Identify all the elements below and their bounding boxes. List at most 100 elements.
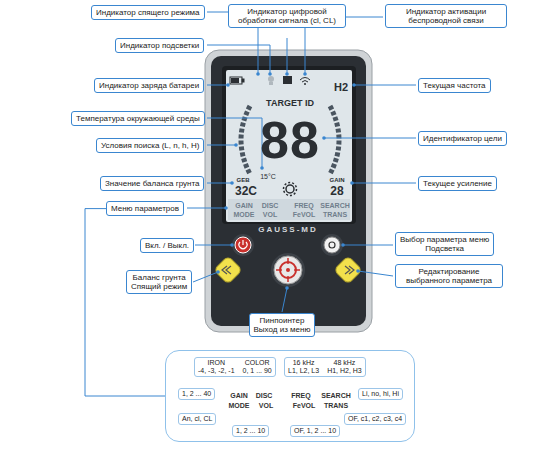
screen-label: 28	[330, 185, 343, 197]
gear-icon	[284, 183, 297, 196]
value-box: Li, no, hi, Hi	[358, 388, 403, 400]
value-box: IRONCOLOR-4, -3, -2, -10, 1 ... 90	[194, 357, 276, 377]
callout-box: Меню параметров	[106, 201, 184, 216]
gear-icon-part	[286, 185, 294, 193]
parameter-value: L1, L2, L3	[288, 367, 319, 375]
leader-dots-part	[230, 243, 234, 247]
callout-box: Текущее усиление	[418, 176, 497, 191]
leader-dots-part	[226, 83, 230, 87]
callout-box: Идентификатор цели	[418, 131, 507, 146]
device-buttons-part	[235, 237, 251, 253]
leader-dots-part	[350, 181, 354, 185]
callout-text: Выход из меню	[254, 325, 311, 334]
callout-box: Значение баланса грунта	[100, 176, 204, 191]
callout-text: Баланс грунта	[131, 273, 187, 282]
callout-box: Условия поиска (L, n, h, H)	[96, 138, 204, 153]
leader-lines-part	[193, 272, 218, 282]
value-box: 16 kHz 48 kHzL1, L2, L3 H1, H2, H3	[284, 357, 366, 377]
screen-label: FREQ	[294, 202, 313, 209]
leader-lines-part	[354, 85, 416, 86]
screen-label: MODE	[234, 211, 255, 218]
signal-arcs	[241, 106, 339, 174]
device-buttons-part	[239, 240, 247, 249]
screen-icons-part	[283, 76, 292, 84]
gear-icon-part	[284, 183, 297, 196]
parameter-name: FREQ	[291, 392, 310, 400]
value-box: OF, c1, c2, c3, c4	[344, 413, 406, 425]
leader-lines-part	[324, 138, 416, 139]
callout-text: Текущее усиление	[423, 179, 492, 188]
leader-lines-part	[187, 208, 226, 209]
device-buttons-part	[232, 234, 254, 256]
parameter-name: TRANS	[324, 402, 348, 410]
callout-text: Индикатор подсветки	[120, 41, 199, 50]
menu-panel: GAINDISCFREQSEARCHMODEVOLFeVOLTRANSIRONC…	[165, 350, 415, 442]
parameter-value: 16 kHz	[288, 359, 319, 367]
device-body-part	[205, 50, 372, 332]
leader-dots-part	[234, 143, 238, 147]
device-buttons-part	[286, 268, 290, 272]
parameter-name: DISC	[256, 392, 273, 400]
screen-label: TARGET ID	[266, 99, 314, 108]
parameter-name: GAIN	[230, 392, 248, 400]
leader-lines-part	[207, 183, 232, 184]
callout-box: Индикатор цифровой обработки сигнала (cl…	[228, 4, 346, 28]
device-buttons-part	[271, 253, 305, 287]
parameter-value: H1, H2, H3	[327, 367, 362, 375]
parameter-value: 1, 2 ... 10	[236, 427, 265, 435]
screen-icons-part	[304, 83, 306, 85]
leader-lines-part	[195, 245, 232, 246]
parameter-name: MODE	[229, 402, 250, 410]
callout-box: Выбор параметра менюПодсветка	[395, 232, 494, 256]
screen-icons-part	[231, 78, 239, 83]
callout-box: Индикатор активации беспроводной связи	[385, 4, 507, 28]
parameter-value: IRON	[198, 359, 235, 367]
screen-label: H2	[334, 82, 348, 93]
parameter-name: VOL	[259, 402, 273, 410]
device-buttons-part	[222, 266, 231, 274]
device-buttons-part	[214, 256, 242, 284]
parameter-value: 1, 2 ... 40	[182, 390, 211, 398]
screen-icons-part	[300, 78, 310, 83]
callout-box: Индикатор спящего режима	[91, 5, 205, 20]
callout-box: Баланс грунтаСпящий режим	[126, 270, 192, 294]
callout-box: Температура окружающей среды	[71, 111, 205, 126]
callout-text: Текущая частота	[423, 81, 486, 90]
leader-dots-part	[260, 166, 264, 170]
value-box: OF, 1, 2 ... 10	[290, 425, 340, 437]
leader-dots-part	[322, 136, 326, 140]
screen-icons-part	[230, 77, 242, 84]
device-buttons-part	[329, 242, 335, 248]
leader-lines	[187, 12, 416, 312]
screen-label: SEARCH	[320, 202, 350, 209]
leader-lines-part	[287, 38, 288, 74]
parameter-name: SEARCH	[321, 392, 351, 400]
screen-label: GAIN	[235, 202, 253, 209]
leader-lines-part	[207, 85, 228, 86]
screen-label: 32C	[235, 185, 257, 197]
screen-label: GAIN	[330, 177, 345, 183]
value-box: 1, 2 ... 40	[178, 388, 215, 400]
device-body-part	[228, 199, 350, 220]
callout-box: Вкл. / Выкл.	[140, 238, 194, 253]
callout-text: Индикатор цифровой обработки сигнала (cl…	[233, 7, 341, 25]
leader-dots-part	[216, 270, 220, 274]
callout-box: Редактирование выбранного параметра	[395, 264, 503, 288]
parameter-value: 48 kHz	[327, 359, 362, 367]
callout-text: Значение баланса грунта	[105, 179, 199, 188]
screen-label: VOL	[263, 211, 277, 218]
callout-text: Температура окружающей среды	[76, 114, 200, 123]
callout-box: Индикатор подсветки	[115, 38, 204, 53]
device-buttons-part	[345, 266, 354, 274]
screen-label: FeVOL	[293, 211, 316, 218]
leader-dots-part	[230, 181, 234, 185]
callout-text: Выбор параметра меню	[400, 235, 489, 244]
callout-text: Вкл. / Выкл.	[145, 241, 189, 250]
device-buttons-part	[321, 234, 343, 256]
screen-label: TRANS	[323, 211, 347, 218]
screen-label: 88	[260, 114, 320, 166]
parameter-value: An, cl, CL	[182, 415, 212, 423]
parameter-value: COLOR	[243, 359, 272, 367]
leader-lines-part	[358, 271, 393, 276]
signal-arcs-part	[241, 106, 250, 174]
